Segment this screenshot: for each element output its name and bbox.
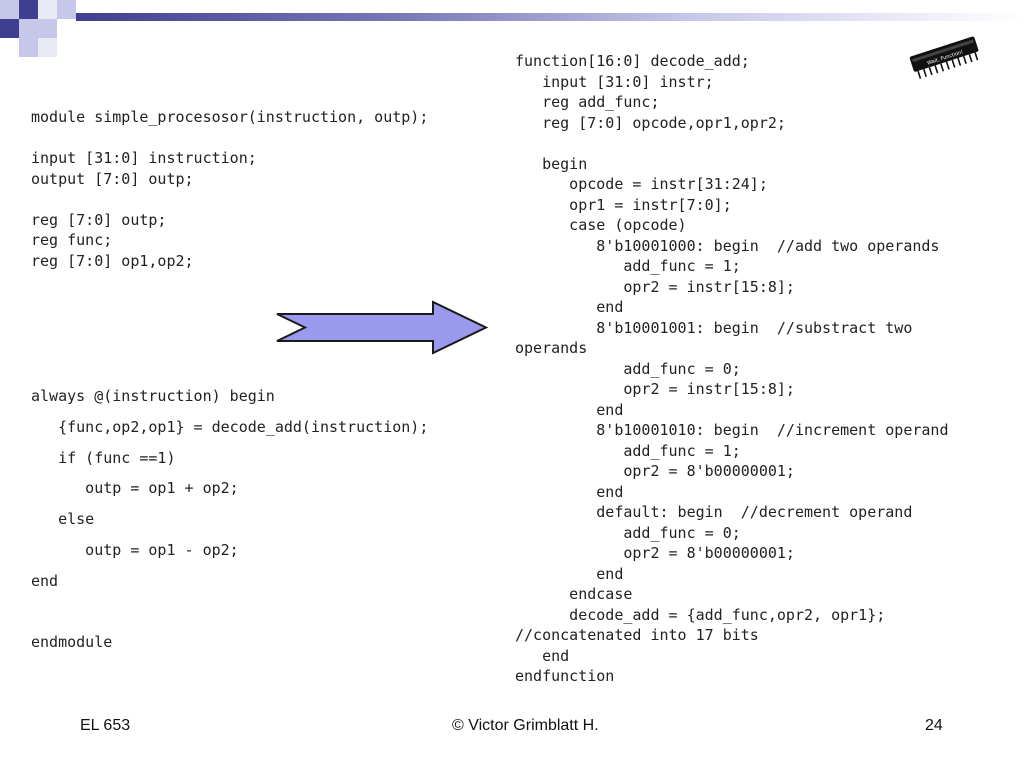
always-block-code: always @(instruction) begin {func,op2,op… — [31, 387, 429, 652]
decor-square — [38, 0, 57, 19]
decor-square — [0, 19, 19, 38]
ic-chip-icon: Wait, Function! — [909, 36, 979, 79]
module-declaration-code: module simple_procesosor(instruction, ou… — [31, 108, 429, 270]
decor-square — [0, 0, 19, 19]
footer-copyright: © Victor Grimblatt H. — [452, 717, 599, 734]
decor-square — [38, 19, 57, 38]
decode-function-code: function[16:0] decode_add; input [31:0] … — [515, 52, 949, 685]
footer-page-number: 24 — [925, 717, 943, 734]
right-arrow-icon — [276, 300, 489, 355]
decor-square — [19, 0, 38, 19]
decor-square — [57, 0, 76, 19]
decor-square — [19, 38, 38, 57]
header-gradient-bar — [76, 13, 1024, 21]
decor-square — [19, 19, 38, 38]
footer-course: EL 653 — [80, 717, 131, 734]
decor-square — [38, 38, 57, 57]
